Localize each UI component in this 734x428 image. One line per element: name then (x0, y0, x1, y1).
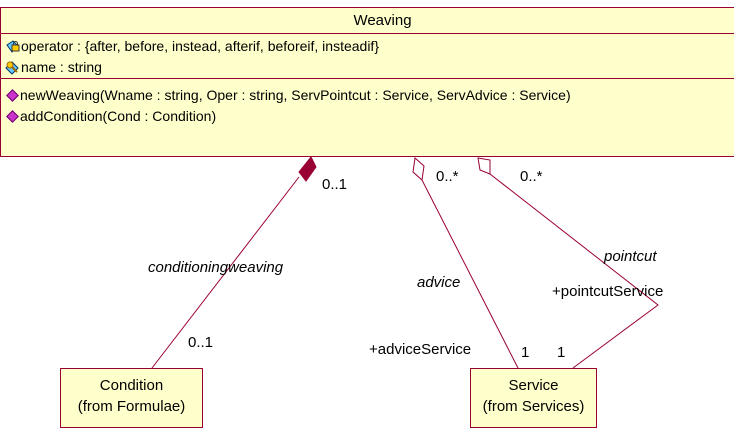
operation-addcondition-text: addCondition(Cond : Condition) (20, 108, 217, 124)
composition-line (151, 176, 300, 369)
weaving-class-title: Weaving (1, 8, 734, 34)
condition-class[interactable]: Condition (from Formulae) (60, 368, 203, 428)
pointcut-role-label: pointcut (604, 248, 657, 265)
weaving-class[interactable]: Weaving operator : {after, before, inste… (0, 7, 734, 157)
operation-newweaving-text: newWeaving(Wname : string, Oper : string… (20, 87, 571, 103)
condition-class-name: Condition (99, 377, 164, 394)
operation-addcondition[interactable]: addCondition(Cond : Condition) (5, 106, 734, 127)
key-attribute-icon (5, 60, 20, 75)
attribute-name[interactable]: name : string (5, 57, 734, 78)
attribute-name-text: name : string (21, 59, 102, 75)
service-class[interactable]: Service (from Services) (470, 368, 597, 428)
pointcut-mult-bottom: 1 (557, 344, 566, 361)
condition-class-package: (from Formulae) (77, 398, 186, 415)
conditioning-role-label: conditioningweaving (148, 259, 284, 276)
advice-end-role: +adviceService (369, 341, 472, 358)
advice-mult-bottom: 1 (521, 344, 530, 361)
attribute-operator-text: operator : {after, before, instead, afte… (21, 38, 379, 54)
pointcut-mult-top: 0..* (520, 168, 543, 185)
conditioning-mult-bottom: 0..1 (188, 334, 214, 351)
operation-newweaving[interactable]: newWeaving(Wname : string, Oper : string… (5, 85, 734, 106)
pointcut-end-role: +pointcutService (552, 283, 664, 300)
public-operation-icon (6, 89, 19, 102)
pointcut-line (489, 173, 659, 369)
advice-mult-top: 0..* (436, 168, 459, 185)
conditioning-mult-top: 0..1 (322, 176, 348, 193)
weaving-attributes: operator : {after, before, instead, afte… (1, 34, 734, 79)
service-class-name: Service (508, 377, 559, 394)
pointcut-aggregation-diamond (477, 157, 491, 175)
advice-line (421, 179, 519, 369)
service-class-package: (from Services) (482, 398, 585, 415)
lock-attribute-icon (5, 39, 20, 54)
weaving-operations: newWeaving(Wname : string, Oper : string… (1, 79, 734, 127)
advice-role-label: advice (417, 274, 461, 291)
advice-aggregation-diamond (412, 157, 425, 181)
composition-diamond (298, 156, 317, 182)
public-operation-icon (6, 110, 19, 123)
attribute-operator[interactable]: operator : {after, before, instead, afte… (5, 36, 734, 57)
